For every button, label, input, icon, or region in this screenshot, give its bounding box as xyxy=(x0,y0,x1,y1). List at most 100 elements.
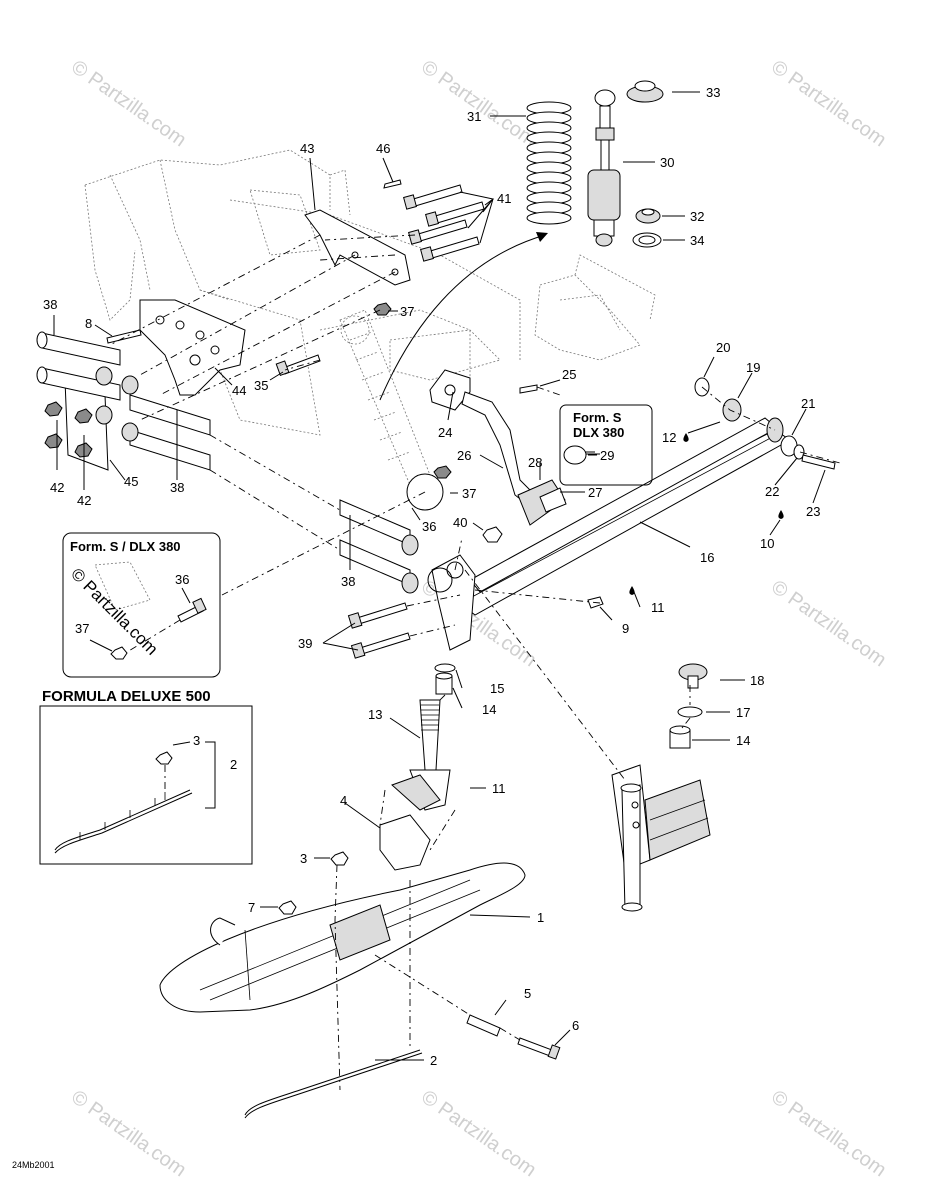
grease-drop-11 xyxy=(629,586,635,595)
spindle-knob-18 xyxy=(678,663,708,689)
callout-46: 46 xyxy=(376,141,390,156)
grease-drop-10 xyxy=(778,510,784,519)
tubes-part xyxy=(36,331,419,594)
inset-title: FORMULA DELUXE 500 xyxy=(42,688,211,705)
rivet-25 xyxy=(519,384,538,394)
callout-31: 31 xyxy=(467,109,481,124)
callout-4: 4 xyxy=(340,793,347,808)
callout-15: 15 xyxy=(490,681,504,696)
callout-27: 27 xyxy=(588,485,602,500)
bolt-head xyxy=(275,360,290,376)
callout-41: 41 xyxy=(497,191,511,206)
nut-37-b xyxy=(433,465,452,479)
callout-38-c: 38 xyxy=(341,574,355,589)
spindle-housing-part xyxy=(427,554,476,651)
ring-17 xyxy=(677,706,703,718)
callout-11: 11 xyxy=(651,600,665,615)
assembly-arrow xyxy=(379,234,546,401)
spring-cup-upper xyxy=(626,80,664,103)
bushing-14-b xyxy=(669,725,691,749)
washer-22 xyxy=(793,444,805,460)
inset-form-s-dlx: Form. S DLX 380 xyxy=(559,404,653,486)
callout-44: 44 xyxy=(232,383,246,398)
leg-assembly xyxy=(611,764,711,912)
cap-29-part xyxy=(563,445,587,465)
boot-part xyxy=(339,309,431,486)
nut-37-inset xyxy=(110,646,128,660)
callout-6: 6 xyxy=(572,1018,579,1033)
inset-title: Form. S / DLX 380 xyxy=(70,539,181,554)
arrow-head xyxy=(536,232,548,242)
spring-part xyxy=(526,101,572,225)
cushion-4 xyxy=(379,814,431,871)
dashed-lines xyxy=(109,234,841,1091)
watermark: © Partzilla.com xyxy=(67,1086,190,1181)
bolt-36-inset-head xyxy=(192,597,207,614)
grease-drop-12 xyxy=(683,433,689,442)
callout-3: 3 xyxy=(300,851,307,866)
watermark: © Partzilla.com xyxy=(67,56,190,151)
callout-9: 9 xyxy=(622,621,629,636)
callout-8: 8 xyxy=(85,316,92,331)
bolt-39-a-head xyxy=(347,612,363,629)
callout-38: 38 xyxy=(43,297,57,312)
bolt-6 xyxy=(517,1037,553,1057)
callout-28: 28 xyxy=(528,455,542,470)
callout-36: 36 xyxy=(422,519,436,534)
nut-7 xyxy=(278,900,297,915)
bolt-23 xyxy=(801,454,836,470)
bolt-39-b xyxy=(359,632,411,655)
bolt-6-head xyxy=(547,1044,561,1060)
spacer-5 xyxy=(466,1014,501,1037)
steering-arm-part xyxy=(429,369,567,526)
callout-35: 35 xyxy=(254,378,268,393)
callout-14: 14 xyxy=(482,702,496,717)
bolt-39-b-head xyxy=(350,642,366,659)
screw-part xyxy=(106,329,142,344)
callout-39: 39 xyxy=(298,636,312,651)
ski-part xyxy=(159,862,526,1013)
callout-22: 22 xyxy=(765,484,779,499)
bolt-39-a xyxy=(356,602,408,625)
callout-12: 12 xyxy=(662,430,676,445)
callout-45: 45 xyxy=(124,474,138,489)
watermark: © Partzilla.com xyxy=(417,1086,540,1181)
chassis-frame-outline xyxy=(84,149,656,436)
callout-26: 26 xyxy=(457,448,471,463)
callout-32: 32 xyxy=(690,209,704,224)
nut-3 xyxy=(330,851,349,866)
inset-title-line2: DLX 380 xyxy=(573,425,624,440)
callout-11-b: 11 xyxy=(492,781,506,796)
callout-37-inset: 37 xyxy=(75,621,89,636)
callout-19: 19 xyxy=(746,360,760,375)
callout-23: 23 xyxy=(806,504,820,519)
callout-42-b: 42 xyxy=(77,493,91,508)
callout-1: 1 xyxy=(537,910,544,925)
nut-part xyxy=(373,302,392,316)
spindle-part xyxy=(391,699,451,811)
bushing-14-top xyxy=(435,672,453,680)
callout-29: 29 xyxy=(600,448,614,463)
spring-cup-lower xyxy=(635,208,661,224)
inset-title-line1: Form. S xyxy=(573,410,622,425)
callout-34: 34 xyxy=(690,233,704,248)
callout-42: 42 xyxy=(50,480,64,495)
callout-18: 18 xyxy=(750,673,764,688)
watermark: © Partzilla.com xyxy=(767,56,890,151)
callout-20: 20 xyxy=(716,340,730,355)
washer-inner xyxy=(638,235,656,245)
callout-30: 30 xyxy=(660,155,674,170)
bushing-19 xyxy=(722,398,742,422)
nut-3-inset xyxy=(155,751,173,765)
inset-formula-deluxe-500: FORMULA DELUXE 500 xyxy=(39,688,253,865)
plate-part xyxy=(139,299,246,396)
runner-2-b xyxy=(244,1052,423,1119)
bolts-part xyxy=(403,184,485,262)
runner-2 xyxy=(244,1049,421,1116)
callout-labels: 33 31 30 32 34 43 46 41 37 38 8 35 44 42… xyxy=(43,85,820,1068)
figure-code: 24Mb2001 xyxy=(12,1160,55,1170)
watermark: © Partzilla.com xyxy=(767,576,890,671)
inset-form-s-dlx-380: Form. S / DLX 380 xyxy=(62,532,221,678)
callout-37-b: 37 xyxy=(462,486,476,501)
